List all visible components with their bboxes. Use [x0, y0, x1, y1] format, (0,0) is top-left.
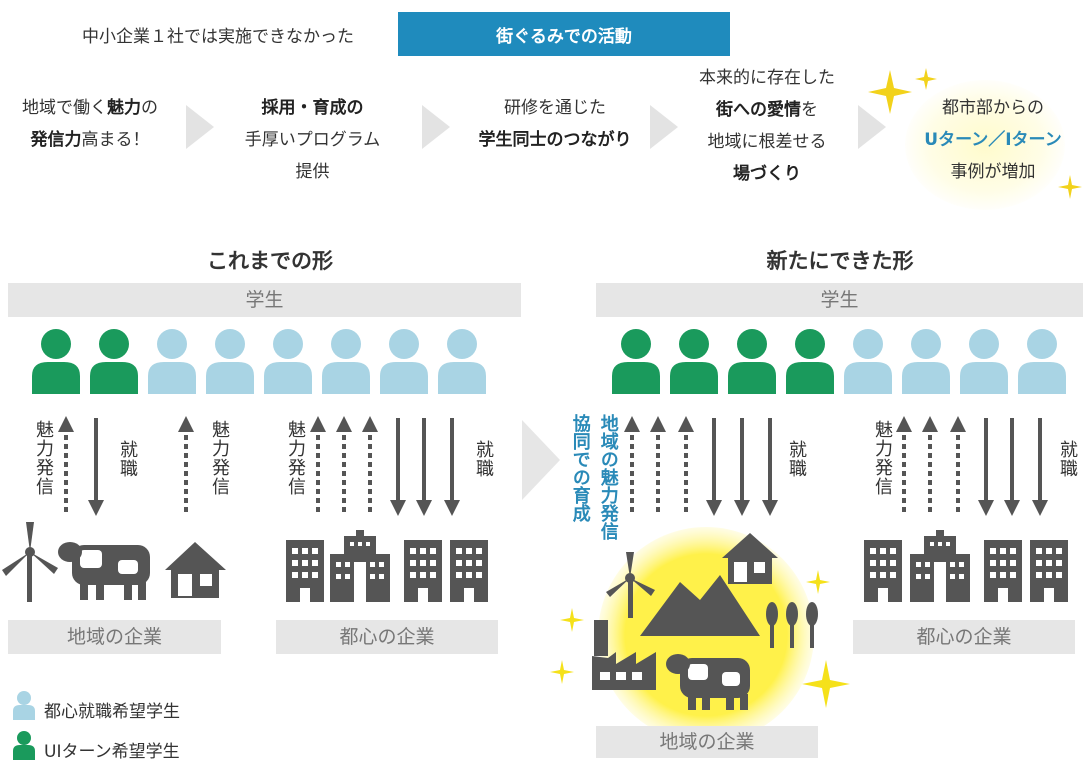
right-label-miryoku: 魅力発信 — [872, 420, 893, 496]
sparkle-icon-small — [1058, 175, 1082, 199]
right-label-kyodo: 協同での育成 — [569, 414, 591, 522]
step-2: 採用・育成の 手厚いプログラム 提供 — [220, 92, 405, 188]
header-banner — [398, 12, 730, 56]
student-city-icon — [148, 329, 196, 394]
cow-icon — [58, 542, 150, 600]
student-city-icon — [902, 329, 950, 394]
right-local-bar: 地域の企業 — [596, 726, 818, 758]
sparkle-icons — [550, 570, 850, 708]
panel-chevron — [522, 420, 560, 500]
house-icon — [165, 542, 226, 598]
step-4-line4: 場づくり — [733, 164, 801, 184]
left-label-shushoku-1: 就職 — [117, 440, 138, 478]
step-1-line2-bold: 発信力 — [30, 130, 82, 150]
student-city-icon — [206, 329, 254, 394]
student-ui-icon — [612, 329, 660, 394]
step-chevron-3 — [650, 105, 678, 149]
left-city-bar: 都心の企業 — [276, 620, 498, 654]
wheat-icon — [766, 602, 818, 648]
student-ui-icon — [90, 329, 138, 394]
step-5-glow — [905, 80, 1065, 210]
step-1-pre: 地域で働く — [22, 98, 107, 118]
step-2-line1: 採用・育成の — [261, 98, 364, 118]
student-city-icon — [322, 329, 370, 394]
student-city-icon — [844, 329, 892, 394]
left-arrows — [58, 416, 460, 516]
left-students — [32, 329, 486, 394]
step-1-bold: 魅力 — [107, 98, 141, 118]
step-2-line2: 手厚いプログラム — [244, 130, 381, 150]
house-icon — [722, 533, 778, 584]
step-5-line2: Uターン／Iターン — [924, 130, 1062, 150]
windmill-icon — [606, 552, 655, 618]
windmill-icon — [2, 522, 58, 602]
step-4: 本来的に存在した 街への愛情を 地域に根差せる 場づくり — [682, 62, 852, 190]
factory-icon — [592, 620, 656, 690]
step-chevron-1 — [186, 105, 214, 149]
student-ui-icon — [728, 329, 776, 394]
right-arrows — [624, 416, 1048, 516]
step-2-line3: 提供 — [295, 162, 330, 182]
student-ui-icon — [786, 329, 834, 394]
student-city-icon — [1018, 329, 1066, 394]
left-city-buildings-icon — [286, 530, 488, 602]
cow-icon — [666, 654, 750, 710]
left-label-miryoku-3: 魅力発信 — [285, 420, 306, 496]
right-city-buildings-icon — [864, 530, 1068, 602]
step-3-line1: 研修を通じた — [504, 98, 606, 118]
right-students — [612, 329, 1066, 394]
left-panel-title: これまでの形 — [207, 249, 333, 273]
step-4-line2-post: を — [801, 100, 818, 120]
step-4-line2-bold: 街への愛情 — [716, 100, 801, 120]
student-city-icon — [960, 329, 1008, 394]
step-4-line1: 本来的に存在した — [699, 68, 835, 88]
mountain-icon — [640, 575, 760, 636]
sparkle-icon — [868, 68, 937, 114]
header-banner-text: 街ぐるみでの活動 — [496, 27, 632, 47]
left-label-shushoku-2: 就職 — [473, 440, 494, 478]
legend-city-label: 都心就職希望学生 — [44, 702, 180, 722]
right-panel-title: 新たにできた形 — [766, 249, 914, 273]
step-5-line3: 事例が増加 — [950, 162, 1036, 182]
left-student-bar: 学生 — [8, 283, 521, 317]
step-1-post: の — [141, 98, 158, 118]
header-left-text: 中小企業１社では実施できなかった — [82, 27, 354, 47]
step-4-line3: 地域に根差せる — [707, 132, 827, 152]
legend-ui-label: UIターン希望学生 — [44, 742, 180, 762]
right-city-bar: 都心の企業 — [853, 620, 1075, 654]
left-label-miryoku-1: 魅力発信 — [33, 420, 54, 496]
step-3-line2: 学生同士のつながり — [478, 130, 632, 150]
student-city-icon — [380, 329, 428, 394]
right-label-chiiki-miryoku: 地域の魅力発信 — [597, 414, 619, 540]
step-1-line2-post: 高まる！ — [81, 130, 150, 150]
step-3: 研修を通じた 学生同士のつながり — [455, 92, 655, 156]
step-chevron-4 — [858, 105, 886, 149]
legend-city-icon — [13, 691, 35, 720]
step-5: 都市部からの Uターン／Iターン 事例が増加 — [900, 92, 1086, 188]
legend-ui-icon — [13, 731, 35, 760]
student-ui-icon — [670, 329, 718, 394]
right-student-bar: 学生 — [596, 283, 1083, 317]
student-city-icon — [264, 329, 312, 394]
left-local-bar: 地域の企業 — [8, 620, 221, 654]
right-label-shushoku-2: 就職 — [1057, 440, 1078, 478]
student-city-icon — [438, 329, 486, 394]
left-label-miryoku-2: 魅力発信 — [209, 420, 230, 496]
right-label-shushoku-1: 就職 — [786, 440, 807, 478]
step-1: 地域で働く魅力の 発信力高まる！ — [0, 92, 180, 156]
step-chevron-2 — [422, 105, 450, 149]
student-ui-icon — [32, 329, 80, 394]
step-5-line1: 都市部からの — [942, 98, 1044, 118]
